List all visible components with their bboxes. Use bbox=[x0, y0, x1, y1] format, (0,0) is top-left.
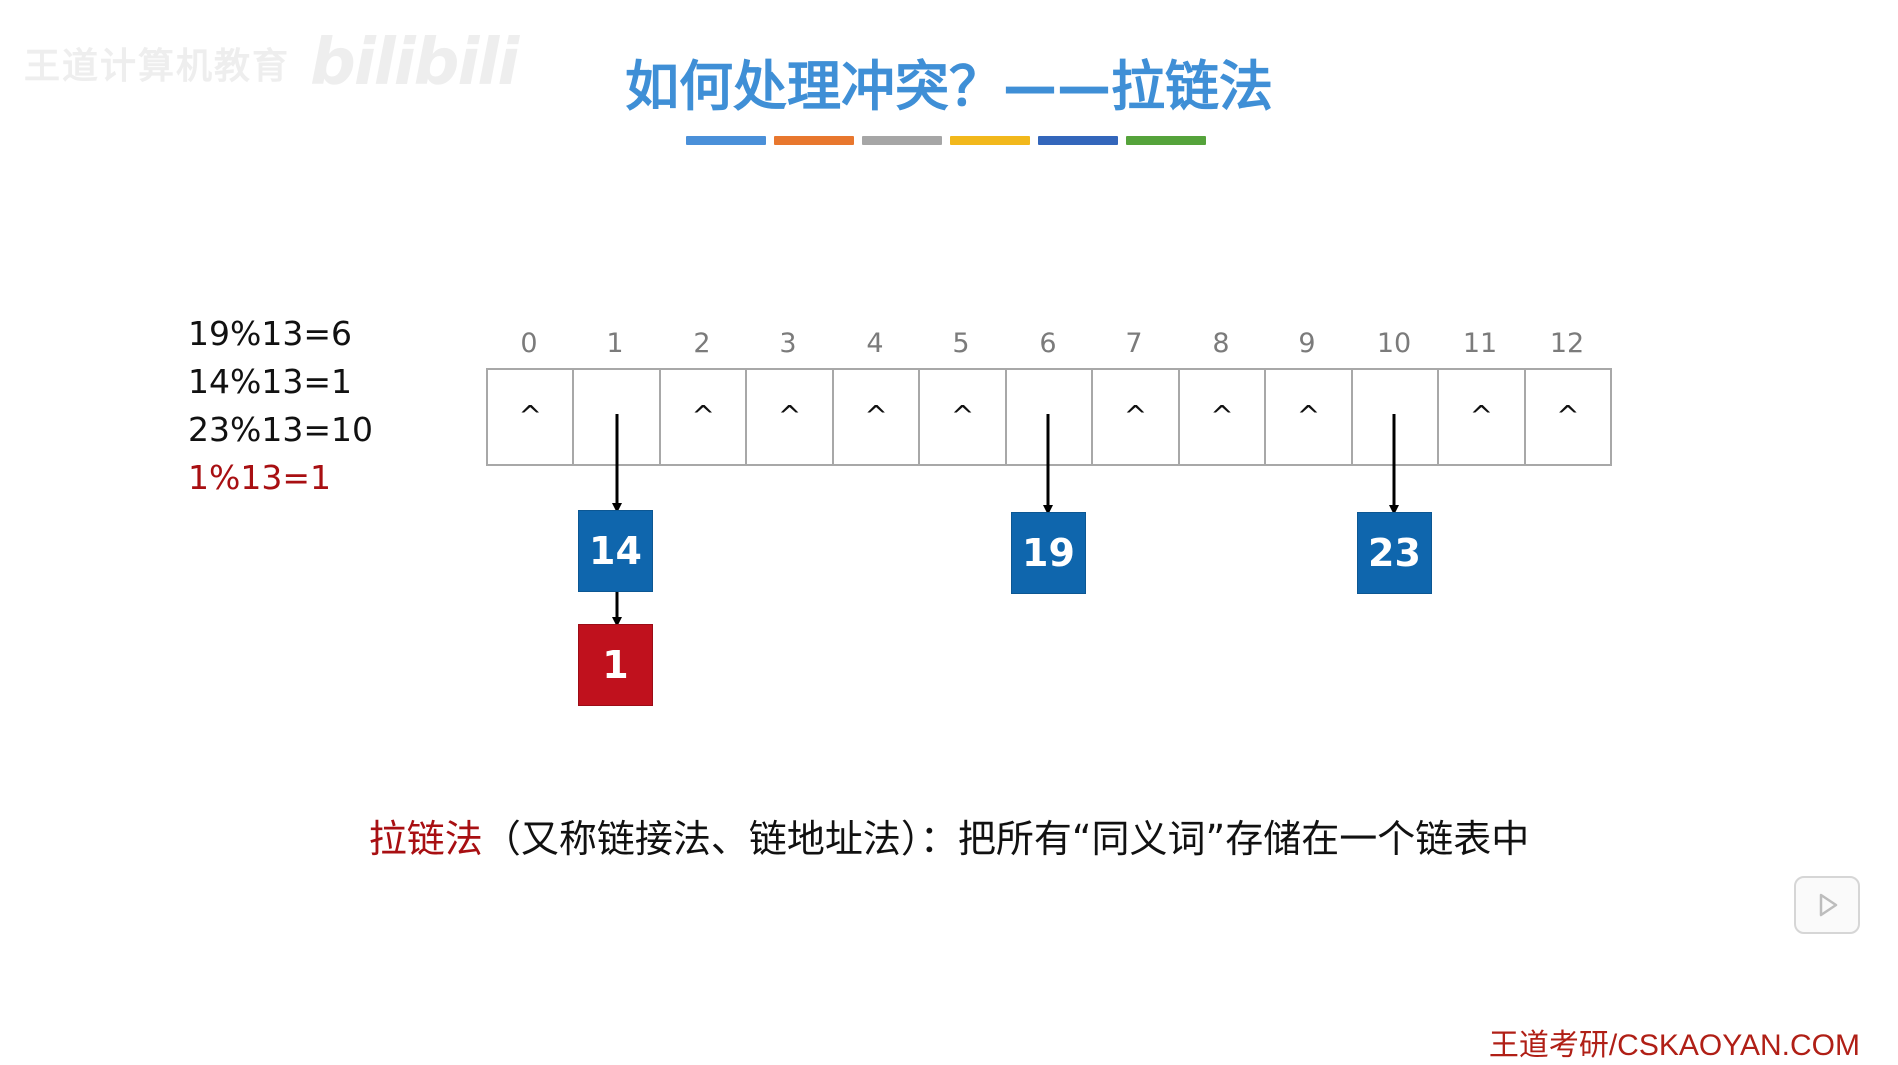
color-bar-segment bbox=[686, 136, 766, 145]
watermark: 王道计算机教育 bilibili bbox=[24, 26, 519, 100]
table-slot bbox=[1353, 370, 1440, 464]
table-slot: ^ bbox=[747, 370, 834, 464]
table-index: 10 bbox=[1376, 328, 1412, 359]
chain-node-new: 1 bbox=[578, 624, 653, 706]
hash-equation: 23%13=10 bbox=[188, 410, 373, 449]
table-slot: ^ bbox=[661, 370, 748, 464]
table-index: 5 bbox=[952, 328, 970, 359]
title-color-bar bbox=[686, 136, 1206, 145]
table-slot bbox=[574, 370, 661, 464]
table-index: 3 bbox=[779, 328, 797, 359]
table-index: 4 bbox=[866, 328, 884, 359]
table-slot: ^ bbox=[488, 370, 575, 464]
table-index: 7 bbox=[1125, 328, 1143, 359]
hash-equation: 19%13=6 bbox=[188, 314, 352, 353]
table-slot: ^ bbox=[1266, 370, 1353, 464]
hash-equation-highlight: 1%13=1 bbox=[188, 458, 331, 497]
table-slot: ^ bbox=[920, 370, 1007, 464]
color-bar-segment bbox=[950, 136, 1030, 145]
table-index: 12 bbox=[1549, 328, 1585, 359]
chain-node: 19 bbox=[1011, 512, 1086, 594]
table-slot bbox=[1007, 370, 1094, 464]
table-slot: ^ bbox=[1180, 370, 1267, 464]
table-index: 0 bbox=[520, 328, 538, 359]
chain-node: 14 bbox=[578, 510, 653, 592]
table-index: 6 bbox=[1039, 328, 1057, 359]
description: 拉链法（又称链接法、链地址法）：把所有“同义词”存储在一个链表中 bbox=[0, 808, 1898, 863]
slide-title: 如何处理冲突？——拉链法 bbox=[625, 55, 1273, 118]
color-bar-segment bbox=[1126, 136, 1206, 145]
table-slot: ^ bbox=[1556, 398, 1580, 432]
table-slot: ^ bbox=[1093, 370, 1180, 464]
table-index: 11 bbox=[1462, 328, 1498, 359]
table-slot: ^ bbox=[1439, 370, 1526, 464]
table-index: 2 bbox=[693, 328, 711, 359]
description-keyword: 拉链法 bbox=[368, 817, 483, 861]
footer-brand: 王道考研/CSKAOYAN.COM bbox=[1488, 1029, 1860, 1062]
play-button[interactable] bbox=[1794, 876, 1860, 934]
table-index: 8 bbox=[1212, 328, 1230, 359]
bilibili-logo: bilibili bbox=[310, 26, 519, 100]
table-index: 1 bbox=[606, 328, 624, 359]
chain-node: 23 bbox=[1357, 512, 1432, 594]
table-slot: ^ bbox=[834, 370, 921, 464]
color-bar-segment bbox=[862, 136, 942, 145]
color-bar-segment bbox=[1038, 136, 1118, 145]
color-bar-segment bbox=[774, 136, 854, 145]
description-text: （又称链接法、链地址法）：把所有“同义词”存储在一个链表中 bbox=[482, 817, 1530, 861]
play-icon bbox=[1819, 893, 1838, 917]
table-index: 9 bbox=[1298, 328, 1316, 359]
watermark-org: 王道计算机教育 bbox=[24, 46, 291, 87]
hash-equation: 14%13=1 bbox=[188, 362, 352, 401]
